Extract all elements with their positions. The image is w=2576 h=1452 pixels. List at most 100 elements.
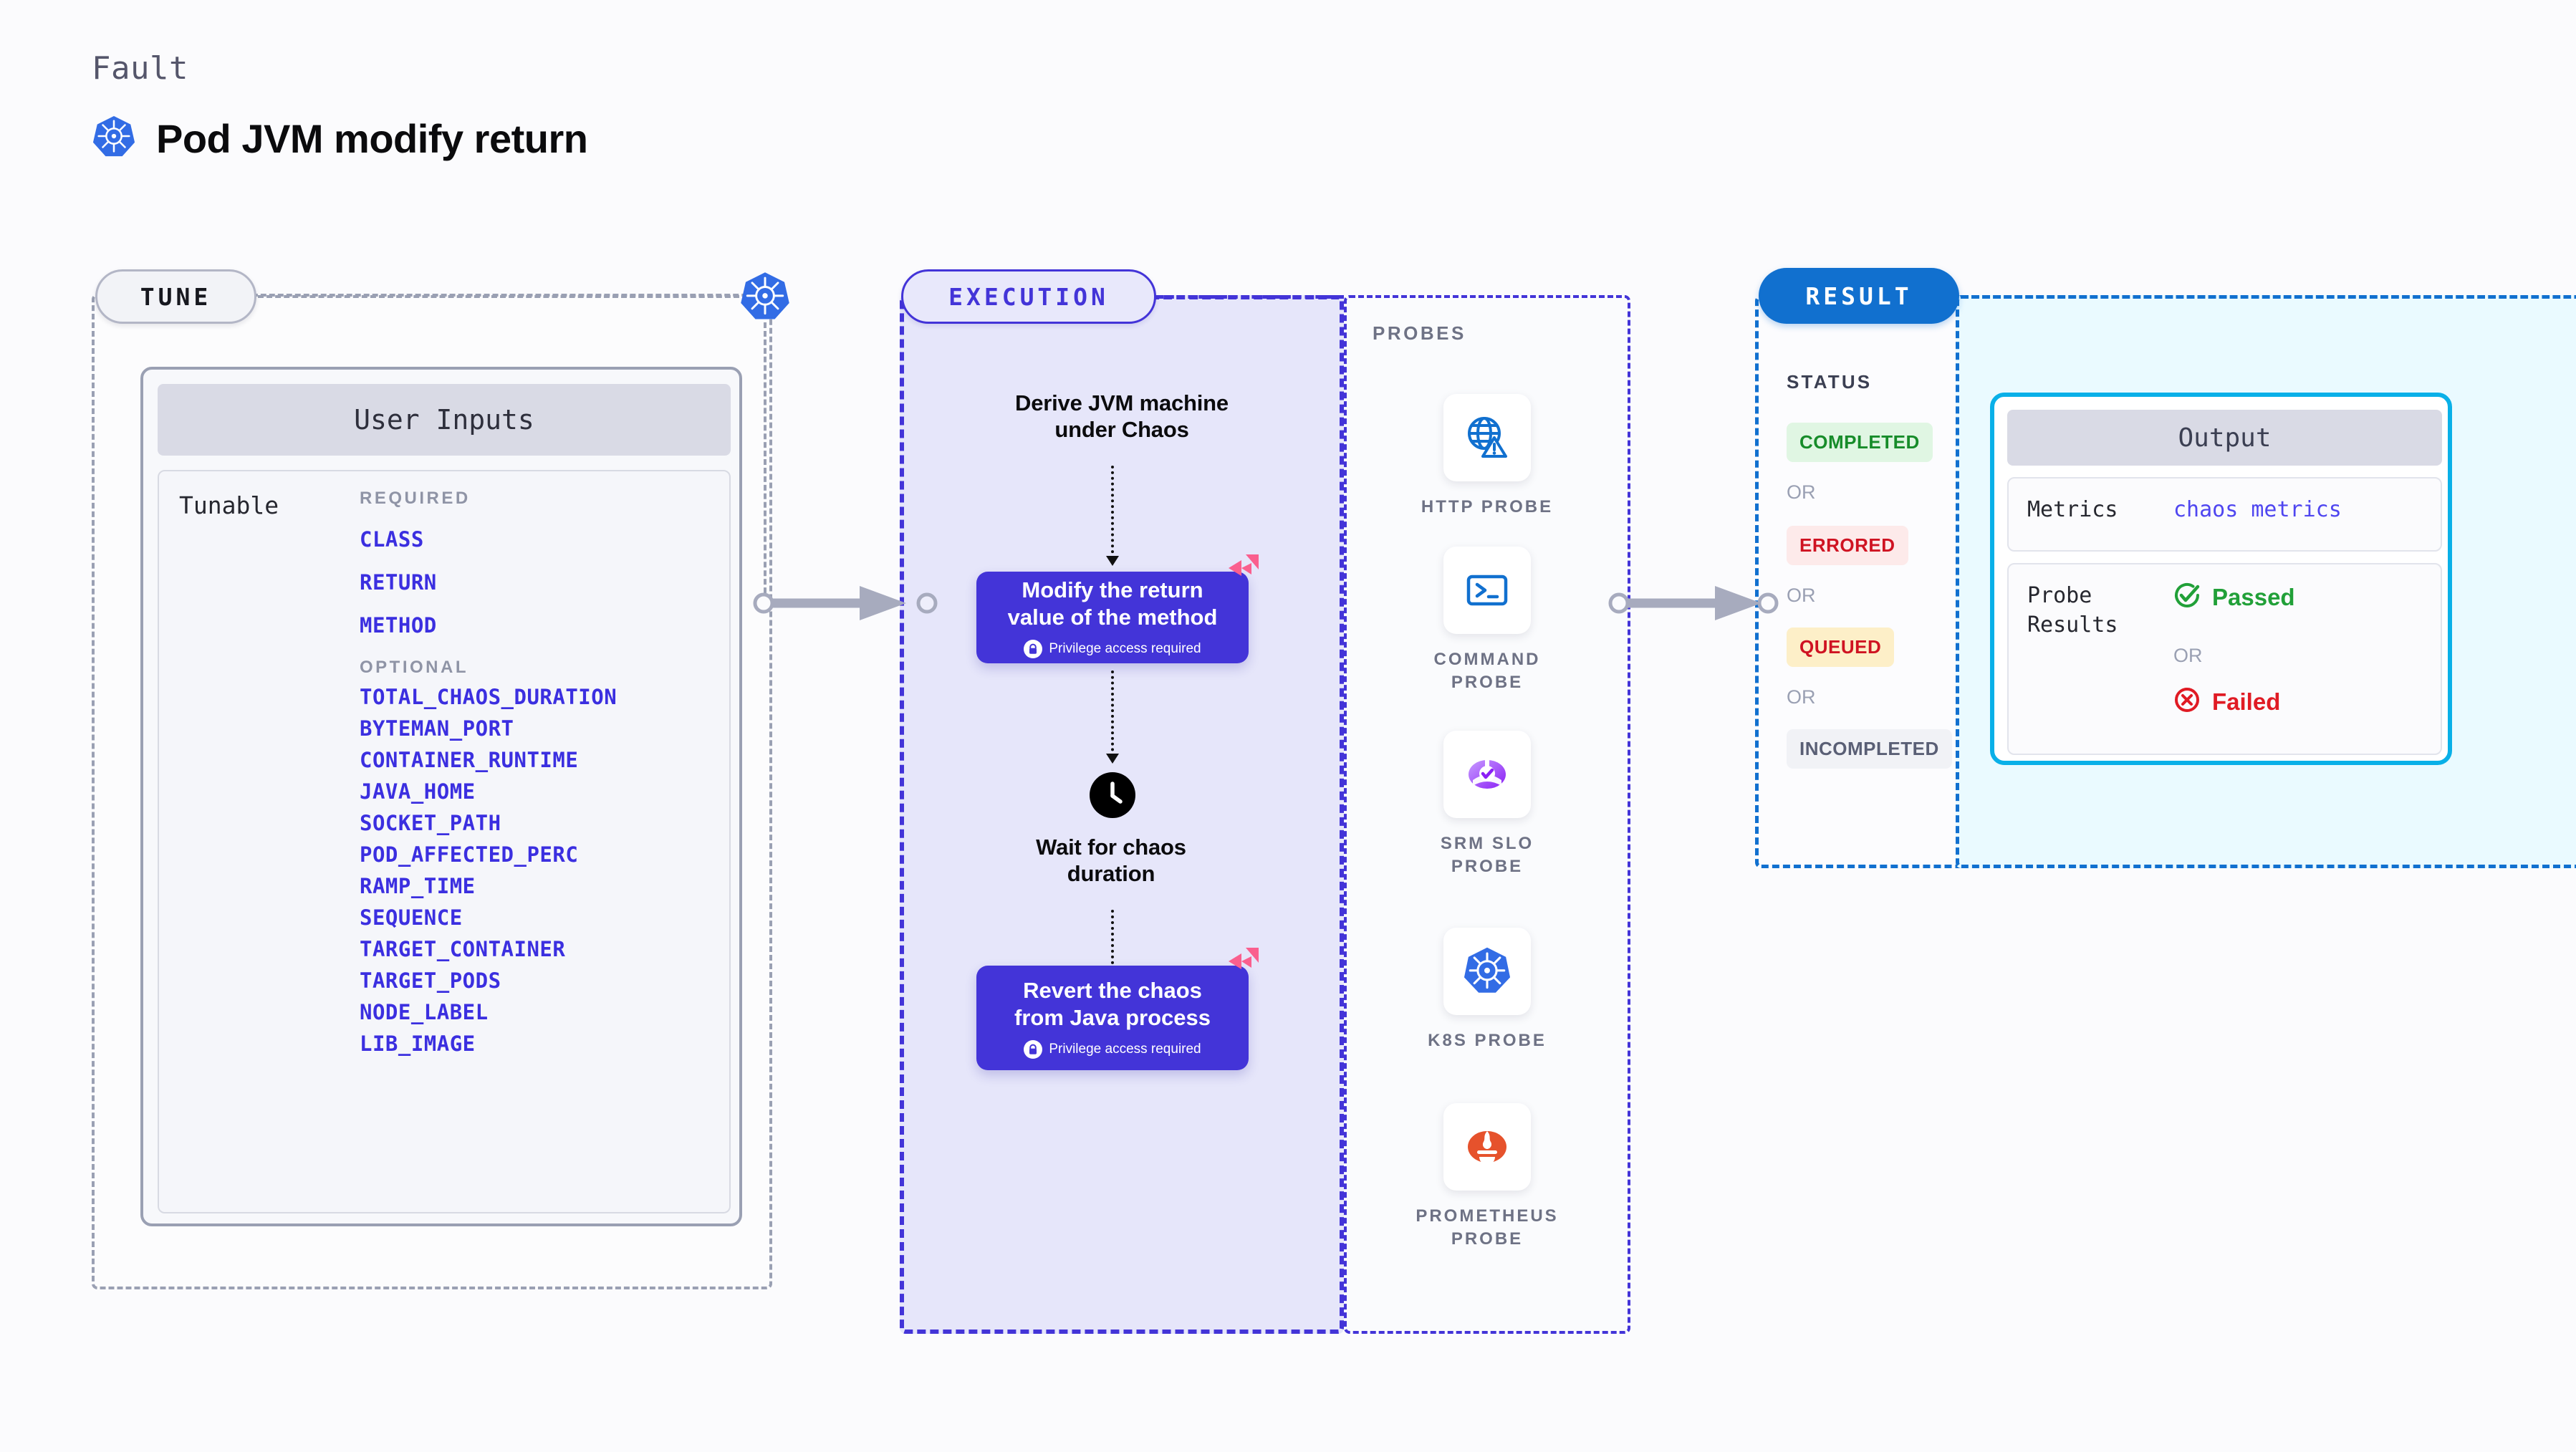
status-section-label: STATUS xyxy=(1787,371,1873,393)
command-terminal-icon xyxy=(1443,547,1531,634)
arrow-probes-to-result xyxy=(1607,582,1794,628)
fault-kicker-label: Fault xyxy=(92,50,188,87)
probe-prometheus[interactable]: PROMETHEUS PROBE xyxy=(1394,1103,1580,1251)
metrics-key-label: Metrics xyxy=(2027,497,2118,522)
probe-http[interactable]: HTTP PROBE xyxy=(1394,394,1580,519)
lock-icon xyxy=(1024,639,1043,658)
probe-k8s[interactable]: K8S PROBE xyxy=(1394,928,1580,1052)
probe-label: SRM SLO PROBE xyxy=(1441,832,1534,879)
output-row-probe-results: Probe Results Passed OR xyxy=(2007,563,2442,755)
probe-srm-slo[interactable]: SRM SLO PROBE xyxy=(1394,731,1580,879)
kubernetes-icon xyxy=(1443,928,1531,1015)
parameter-item[interactable]: TARGET_CONTAINER xyxy=(360,937,566,961)
probe-label: COMMAND PROBE xyxy=(1434,648,1541,695)
flow-arrow-1 xyxy=(1106,466,1119,566)
execution-box-title-line2: value of the method xyxy=(1007,604,1218,630)
probe-results-key-line1: Probe xyxy=(2027,583,2092,608)
required-parameter-list: CLASS RETURN METHOD xyxy=(360,527,718,638)
or-separator: OR xyxy=(1787,686,1816,708)
status-badge-incompleted: INCOMPLETED xyxy=(1787,729,1952,769)
user-inputs-card: User Inputs Tunable REQUIRED CLASS RETUR… xyxy=(140,367,742,1226)
execution-box-title-line1: Modify the return xyxy=(1022,577,1203,603)
parameter-item[interactable]: TOTAL_CHAOS_DURATION xyxy=(360,685,617,709)
result-pill[interactable]: RESULT xyxy=(1759,268,1959,324)
parameter-item[interactable]: TARGET_PODS xyxy=(360,968,501,993)
parameter-item[interactable]: SEQUENCE xyxy=(360,905,463,930)
parameter-item[interactable]: BYTEMAN_PORT xyxy=(360,716,514,741)
failed-label: Failed xyxy=(2212,688,2281,715)
probe-label: K8S PROBE xyxy=(1428,1029,1547,1052)
execution-box-modify-return[interactable]: Modify the return value of the method Pr… xyxy=(976,572,1249,663)
probe-results-key-line2: Results xyxy=(2027,612,2118,638)
kubernetes-icon xyxy=(92,115,136,163)
probe-label-line2: PROBE xyxy=(1451,673,1524,693)
http-globe-warning-icon xyxy=(1443,394,1531,481)
parameter-item[interactable]: SOCKET_PATH xyxy=(360,811,501,835)
parameter-item[interactable]: CLASS xyxy=(360,527,424,552)
parameter-item[interactable]: CONTAINER_RUNTIME xyxy=(360,748,579,772)
execution-step-wait-line1: Wait for chaos xyxy=(1036,835,1186,860)
probe-result-failed: Failed xyxy=(2172,685,2280,718)
probe-result-passed: Passed xyxy=(2172,580,2295,614)
execution-box-title-line1: Revert the chaos xyxy=(1023,978,1202,1004)
parameter-item[interactable]: LIB_IMAGE xyxy=(360,1032,476,1056)
execution-step-derive-line1: Derive JVM machine xyxy=(1015,390,1229,415)
optional-group-label: OPTIONAL xyxy=(360,658,468,677)
privilege-note-text: Privilege access required xyxy=(1049,640,1201,656)
metrics-value[interactable]: chaos metrics xyxy=(2173,497,2342,522)
privilege-note: Privilege access required xyxy=(1024,639,1201,658)
parameter-item[interactable]: RAMP_TIME xyxy=(360,874,476,898)
probe-label-line1: PROMETHEUS xyxy=(1416,1206,1559,1226)
probe-label-line2: PROBE xyxy=(1451,857,1524,877)
or-separator: OR xyxy=(1787,585,1816,606)
user-inputs-title: User Inputs xyxy=(158,384,731,456)
parameter-item[interactable]: JAVA_HOME xyxy=(360,779,476,804)
probe-label-line1: K8S PROBE xyxy=(1428,1031,1547,1050)
probe-results-key-label: Probe Results xyxy=(2027,582,2118,640)
execution-step-wait: Wait for chaos duration xyxy=(971,835,1251,887)
tune-badge-dropline xyxy=(764,322,766,602)
status-badge-queued: QUEUED xyxy=(1787,628,1895,667)
probe-label-line1: COMMAND xyxy=(1433,650,1541,669)
clock-icon xyxy=(1090,772,1135,818)
or-separator: OR xyxy=(1787,481,1816,503)
user-inputs-body: Tunable REQUIRED CLASS RETURN METHOD OPT… xyxy=(158,470,731,1213)
probe-label-line1: SRM SLO xyxy=(1440,834,1534,853)
execution-box-revert-chaos[interactable]: Revert the chaos from Java process Privi… xyxy=(976,966,1249,1070)
prometheus-icon xyxy=(1443,1103,1531,1191)
parameters-column: REQUIRED CLASS RETURN METHOD OPTIONAL TO… xyxy=(360,489,718,1056)
execution-pill[interactable]: EXECUTION xyxy=(901,269,1156,324)
execution-step-wait-line2: duration xyxy=(1067,860,1155,886)
privilege-note: Privilege access required xyxy=(1024,1039,1201,1059)
parameter-item[interactable]: RETURN xyxy=(360,570,437,595)
output-card: Output Metrics chaos metrics Probe Resul… xyxy=(1990,393,2452,765)
probe-label-line2: PROBE xyxy=(1451,1229,1524,1249)
page-title-row: Pod JVM modify return xyxy=(92,115,588,163)
check-circle-icon xyxy=(2172,580,2202,614)
kubernetes-icon xyxy=(739,271,791,322)
probes-section-label: PROBES xyxy=(1373,322,1466,344)
probe-label-line1: HTTP PROBE xyxy=(1421,497,1554,516)
harness-icon xyxy=(1224,941,1263,979)
x-circle-icon xyxy=(2172,685,2202,718)
status-badge-errored: ERRORED xyxy=(1787,526,1908,565)
or-separator: OR xyxy=(2173,645,2203,666)
probe-label: PROMETHEUS PROBE xyxy=(1416,1205,1558,1251)
harness-icon xyxy=(1224,547,1263,586)
privilege-note-text: Privilege access required xyxy=(1049,1041,1201,1057)
execution-box-title-line2: from Java process xyxy=(1014,1004,1211,1030)
execution-top-dash xyxy=(1156,295,1344,299)
tune-top-dash xyxy=(258,295,739,298)
tunable-label: Tunable xyxy=(179,491,279,519)
tune-pill[interactable]: TUNE xyxy=(95,269,256,324)
optional-parameter-list: TOTAL_CHAOS_DURATION BYTEMAN_PORT CONTAI… xyxy=(360,685,718,1056)
parameter-item[interactable]: METHOD xyxy=(360,613,437,638)
parameter-item[interactable]: NODE_LABEL xyxy=(360,1000,489,1024)
parameter-item[interactable]: POD_AFFECTED_PERC xyxy=(360,842,579,867)
probe-label: HTTP PROBE xyxy=(1421,496,1553,519)
result-top-dash xyxy=(1961,295,2576,299)
srm-slo-gauge-icon xyxy=(1443,731,1531,818)
flow-arrow-2 xyxy=(1106,670,1119,764)
probe-command[interactable]: COMMAND PROBE xyxy=(1394,547,1580,695)
